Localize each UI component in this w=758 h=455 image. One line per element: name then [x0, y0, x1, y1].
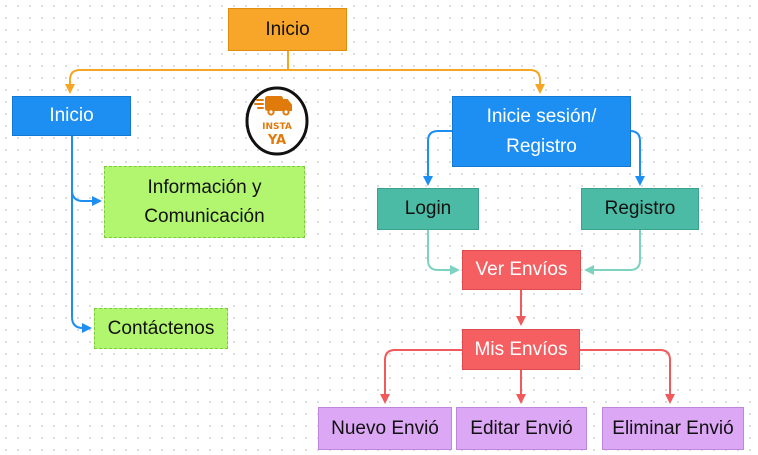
contact-label: Contáctenos — [107, 317, 215, 339]
ver-envios-node[interactable]: Ver Envíos — [462, 250, 581, 290]
ver-envios-label: Ver Envíos — [475, 259, 568, 281]
info-label-line1: Información y — [147, 176, 262, 198]
inicio-node[interactable]: Inicio — [12, 96, 131, 136]
edge-login-split — [423, 130, 645, 186]
nuevo-envio-node[interactable]: Nuevo Envió — [318, 407, 452, 450]
logo-badge: INSTA YA — [245, 86, 309, 156]
root-node[interactable]: Inicio — [228, 8, 347, 51]
nuevo-envio-label: Nuevo Envió — [331, 417, 439, 439]
contact-node[interactable]: Contáctenos — [94, 308, 228, 349]
registro-node[interactable]: Registro — [581, 188, 699, 230]
edge-envios-actions — [380, 290, 675, 404]
login-register-node[interactable]: Inicie sesión/ Registro — [452, 96, 631, 167]
logo-line1: INSTA — [262, 122, 292, 132]
mis-envios-label: Mis Envíos — [474, 338, 568, 360]
edge-root-branches — [65, 51, 545, 94]
edge-inicio-children — [71, 136, 102, 333]
root-label: Inicio — [265, 18, 310, 40]
logo-line2: YA — [267, 133, 286, 148]
edge-to-ver-envios — [427, 229, 641, 275]
inicio-label: Inicio — [49, 105, 94, 127]
truck-icon — [254, 96, 292, 116]
login-label: Login — [404, 198, 452, 220]
eliminar-envio-node[interactable]: Eliminar Envió — [602, 407, 744, 450]
editar-envio-label: Editar Envió — [470, 417, 573, 439]
editar-envio-node[interactable]: Editar Envió — [456, 407, 587, 450]
registro-label: Registro — [604, 198, 676, 220]
mis-envios-node[interactable]: Mis Envíos — [462, 329, 580, 370]
login-node[interactable]: Login — [377, 188, 479, 230]
login-register-line1: Inicie sesión/ — [486, 106, 597, 128]
info-label-line2: Comunicación — [144, 206, 265, 227]
instaya-logo: INSTA YA — [245, 85, 309, 157]
eliminar-envio-label: Eliminar Envió — [612, 417, 734, 439]
info-node[interactable]: Información y Comunicación — [104, 166, 305, 238]
login-register-line2: Registro — [506, 135, 577, 157]
